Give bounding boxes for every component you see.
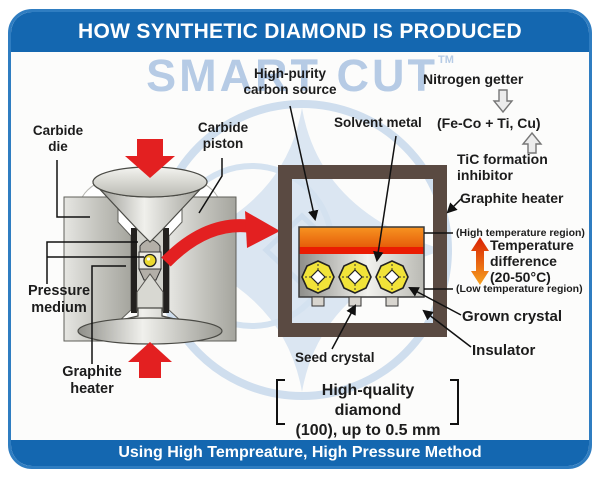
watermark-text: SMART CUTTM xyxy=(120,50,480,102)
grown-crystal-gem xyxy=(375,260,409,294)
label-high-temp-region: (High temperature region) xyxy=(456,227,585,239)
label-getter-formula: (Fe-Co + Ti, Cu) xyxy=(437,115,541,131)
hot-zone-strip xyxy=(299,247,424,254)
seed-tab xyxy=(348,296,362,307)
pressure-medium-strip-left xyxy=(131,228,137,313)
label-seed-crystal: Seed crystal xyxy=(295,350,375,365)
label-nitrogen-getter: Nitrogen getter xyxy=(423,71,524,87)
grown-crystal-gem xyxy=(301,260,335,294)
label-result: High-quality diamond (100), up to 0.5 mm xyxy=(295,382,441,439)
seed-tab xyxy=(385,296,399,307)
leader-carbon-source xyxy=(289,105,319,222)
label-carbide-piston: Carbide piston xyxy=(197,120,249,151)
zoom-arrow-curve xyxy=(161,219,249,267)
footer-bar: Using High Tempreature, High Pressure Me… xyxy=(11,440,589,466)
label-carbon-source: High-purity carbon source xyxy=(243,66,337,97)
capsule-crystal xyxy=(143,253,157,268)
label-carbide-die: Carbide die xyxy=(32,123,84,154)
grown-crystal-gem xyxy=(338,260,372,294)
leader-carbide-die xyxy=(56,160,90,218)
press-apparatus xyxy=(63,139,280,378)
pressure-medium-strip-right xyxy=(163,228,169,313)
label-insulator: Insulator xyxy=(472,342,536,359)
label-low-temp-region: (Low temperature region) xyxy=(456,283,583,295)
footer-caption: Using High Tempreature, High Pressure Me… xyxy=(118,444,482,461)
bottom-anvil-tip xyxy=(136,273,164,312)
pressure-arrow-down xyxy=(125,139,175,178)
label-grown-crystal: Grown crystal xyxy=(462,308,563,325)
leader-lines xyxy=(46,105,472,425)
pressure-arrow-up xyxy=(128,342,172,378)
label-pressure-medium: Pressure medium xyxy=(27,283,91,316)
page-title: HOW SYNTHETIC DIAMOND IS PRODUCED xyxy=(78,20,522,43)
result-bracket-left xyxy=(276,379,285,425)
title-bar: HOW SYNTHETIC DIAMOND IS PRODUCED xyxy=(11,12,589,52)
temperature-gradient-arrow-icon xyxy=(471,237,489,285)
leader-grown-crystal xyxy=(408,287,462,316)
watermark-tm: TM xyxy=(438,54,454,66)
seed-tab xyxy=(311,296,325,307)
inhibitor-up-arrow-icon xyxy=(521,131,543,154)
zoom-arrow-head xyxy=(245,211,280,248)
label-graphite-heater-right: Graphite heater xyxy=(460,190,564,206)
capsule-crystal-sparkle xyxy=(146,257,151,261)
leader-seed-crystal xyxy=(331,304,356,350)
getter-down-arrow-icon xyxy=(492,89,514,114)
growth-cell-box xyxy=(278,165,447,337)
leader-carbide-piston xyxy=(198,158,223,214)
carbide-piston-bottom-face xyxy=(77,317,223,345)
leader-pressure-medium xyxy=(46,241,144,284)
label-tic-inhibitor: TiC formation inhibitor xyxy=(457,151,548,184)
label-graphite-heater-left: Graphite heater xyxy=(62,364,122,397)
leader-graphite-heater-left xyxy=(91,265,126,364)
capsule-cap xyxy=(139,239,161,253)
leader-graphite-heater-right xyxy=(446,198,462,214)
leader-insulator xyxy=(422,309,472,348)
watermark-brand: SMART CUT xyxy=(146,50,439,101)
label-solvent-metal: Solvent metal xyxy=(334,115,422,130)
result-bracket-right xyxy=(450,379,459,425)
leader-solvent-metal xyxy=(373,135,397,263)
label-temperature-difference: Temperature difference (20-50°C) xyxy=(490,237,574,286)
heater-frame xyxy=(278,165,447,337)
